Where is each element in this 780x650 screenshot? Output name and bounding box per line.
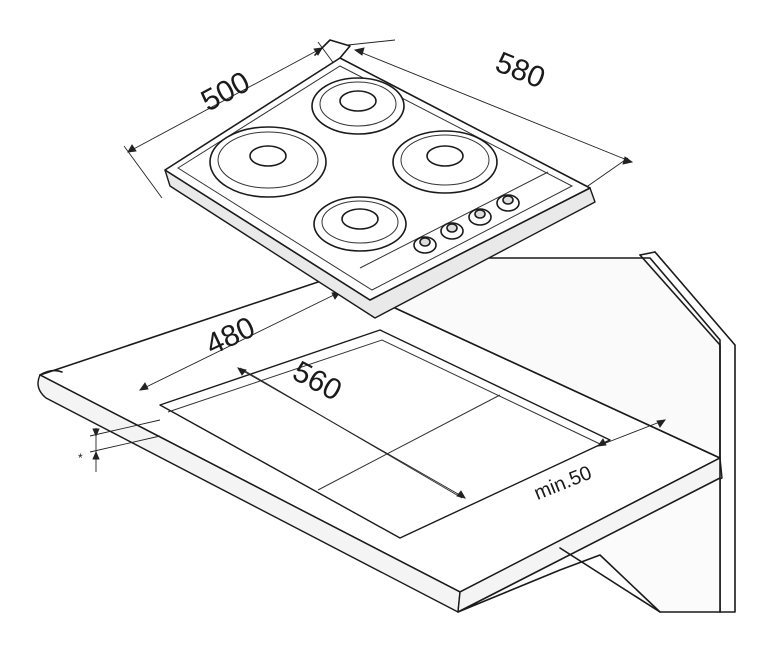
dim-line-min50	[597, 419, 666, 447]
hob-control-strip	[359, 171, 549, 269]
burner-front	[313, 196, 407, 252]
side-panel-top-cap	[639, 251, 656, 256]
label-thickness: *	[78, 451, 83, 465]
worktop-right-edge	[457, 457, 723, 613]
label-500: 500	[196, 66, 256, 119]
dim-line-500	[127, 47, 323, 153]
knob-3-icon	[468, 208, 492, 226]
dim-line-560	[237, 367, 466, 499]
cutout-opening	[159, 329, 611, 539]
hob-back-rim	[314, 39, 351, 59]
worktop-nose	[39, 369, 63, 376]
hob-top-plate	[164, 57, 591, 301]
cutout-inner-edge	[167, 339, 601, 445]
hob	[164, 39, 596, 319]
knob-1-icon	[413, 236, 437, 254]
label-580: 580	[491, 46, 550, 95]
burners	[209, 77, 498, 252]
cabinet-front	[457, 477, 721, 613]
dim-line-580	[354, 49, 633, 163]
side-panel-inner-edge	[654, 251, 736, 613]
cabinet-bottom-edge	[559, 547, 661, 613]
knob-2-icon	[440, 222, 464, 240]
burner-right	[392, 130, 498, 194]
hob-bevel	[177, 65, 574, 291]
control-knobs	[413, 194, 520, 254]
burner-left	[209, 126, 327, 198]
cutout-depth-line-1	[317, 394, 501, 491]
worktop-front-edge	[37, 374, 461, 613]
knob-4-icon	[496, 194, 520, 212]
dim-line-480	[139, 291, 341, 391]
dimension-lines	[89, 39, 666, 499]
burner-back	[311, 77, 405, 135]
